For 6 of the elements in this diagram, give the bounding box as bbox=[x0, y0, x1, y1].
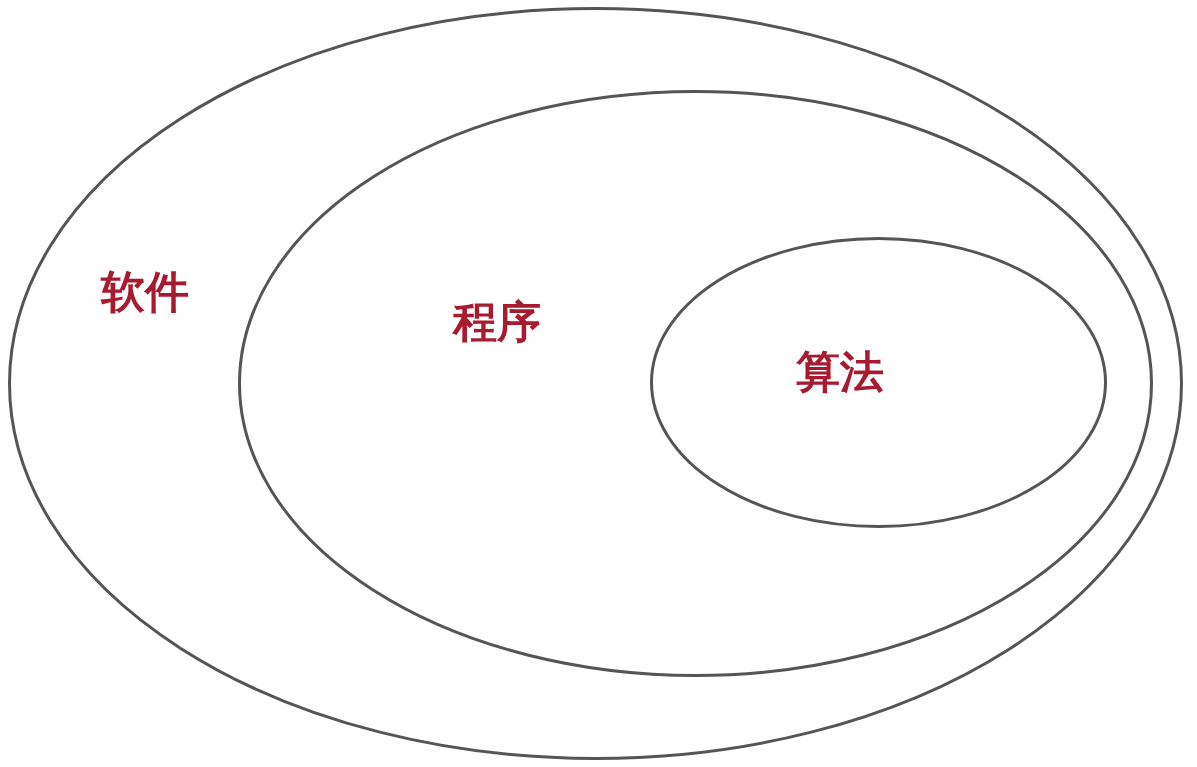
ellipse-region bbox=[650, 237, 1107, 528]
region-label: 算法 bbox=[796, 347, 884, 397]
ellipse-region bbox=[8, 7, 1183, 760]
region-label: 程序 bbox=[453, 297, 541, 347]
region-label: 软件 bbox=[101, 267, 189, 317]
ellipse-region bbox=[238, 90, 1153, 677]
